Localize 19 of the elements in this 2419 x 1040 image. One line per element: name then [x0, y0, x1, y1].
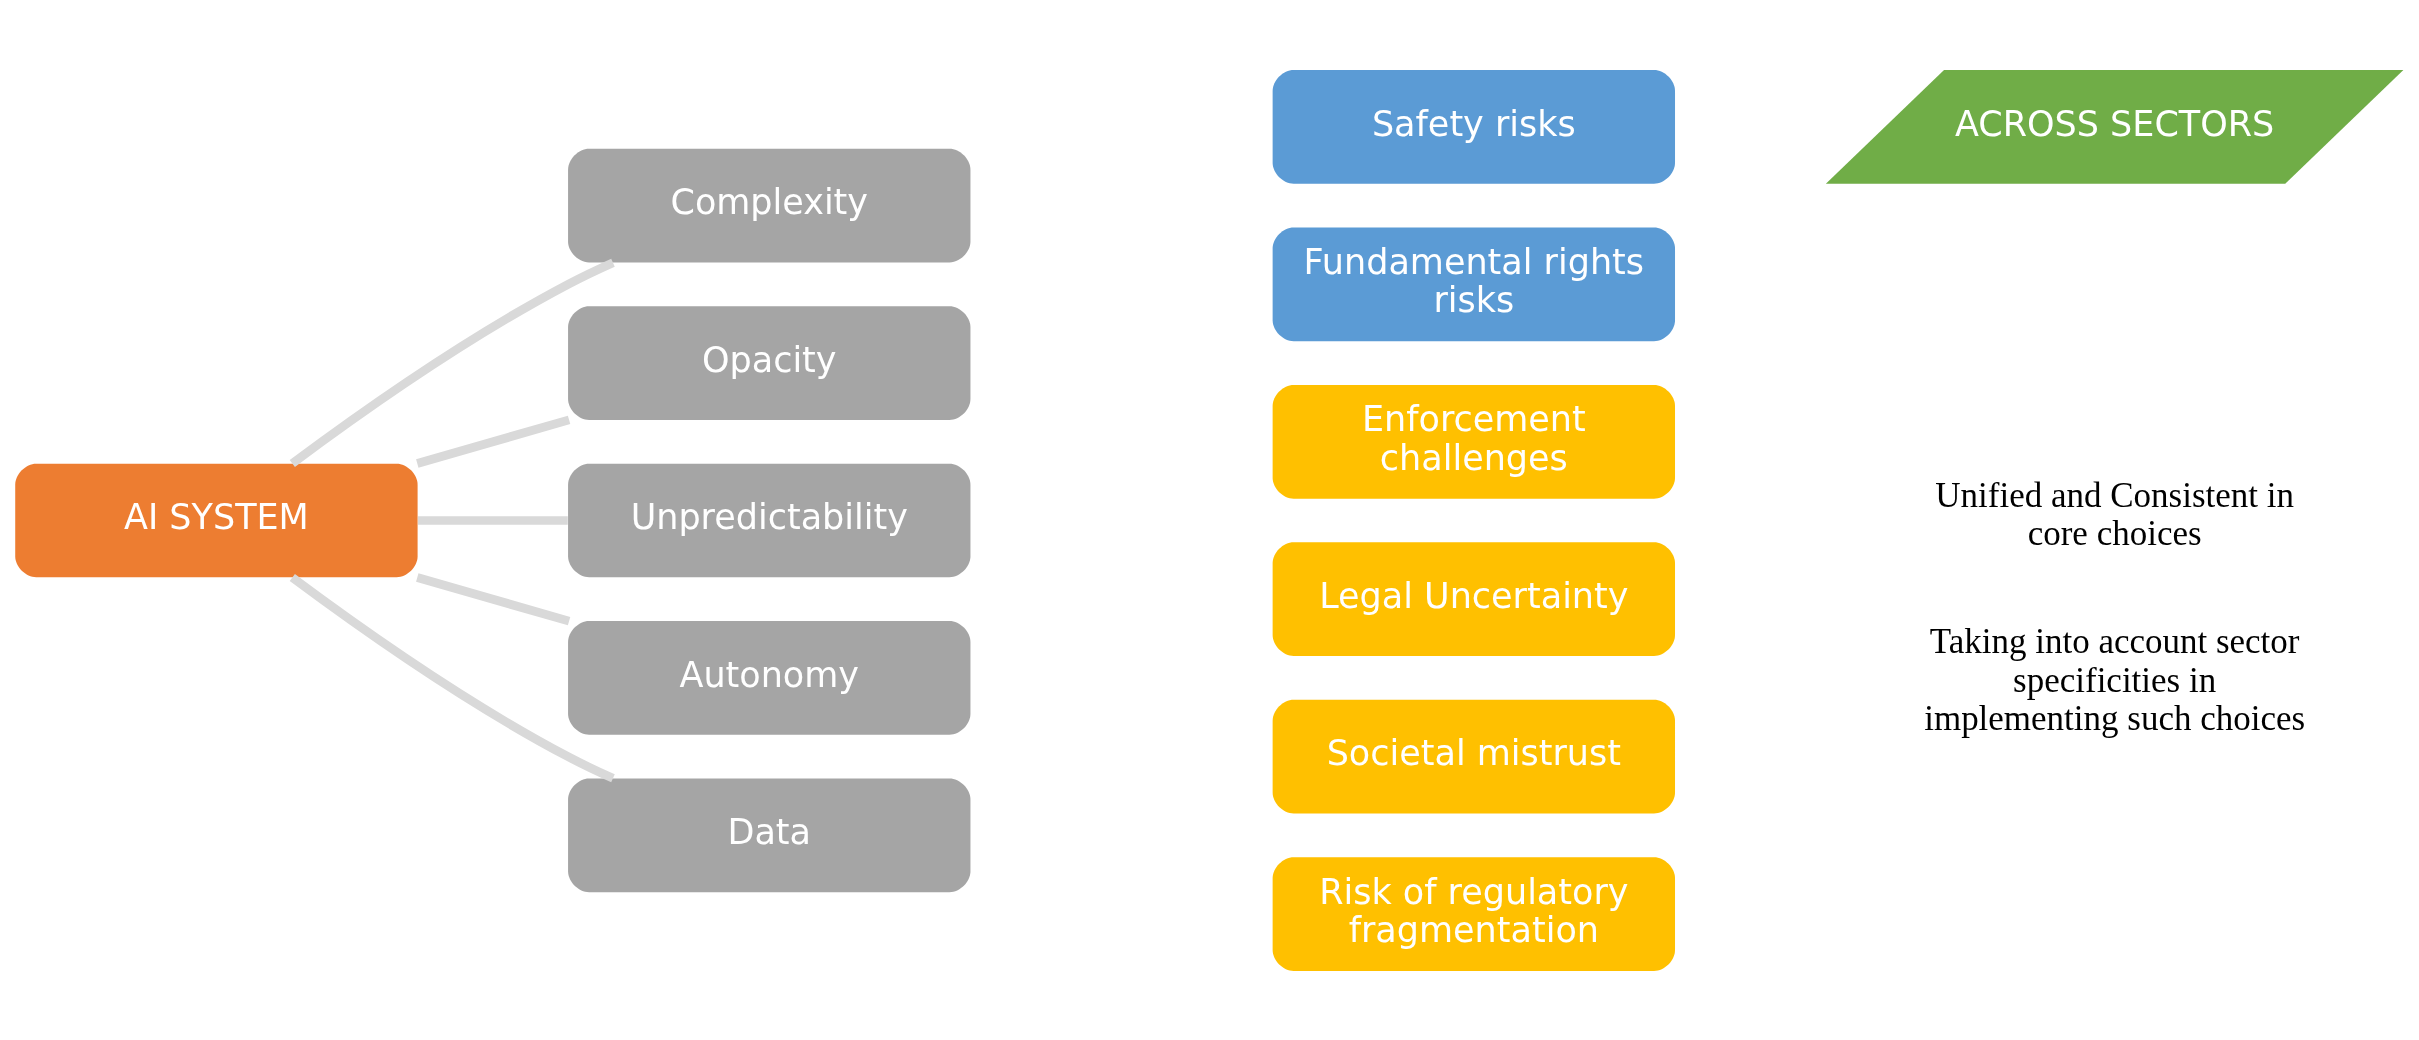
connector — [416, 572, 571, 625]
node-box: Safety risks — [1272, 69, 1675, 184]
connector — [289, 573, 615, 782]
node-box: Opacity — [568, 305, 971, 420]
node-box: Autonomy — [568, 620, 971, 735]
node-box: Complexity — [568, 148, 971, 262]
connector — [289, 258, 615, 467]
node-box: Data — [568, 778, 971, 892]
connector — [416, 415, 571, 468]
label: Taking into account sector specificities in implementing such choices — [1924, 621, 2306, 738]
connector — [418, 515, 568, 525]
node-box: Unpredictability — [568, 463, 971, 577]
node-box: AI SYSTEM — [15, 463, 418, 577]
node-box: Enforcement challenges — [1272, 384, 1675, 499]
node-box: Societal mistrust — [1272, 699, 1675, 814]
label: Unified and Consistent in core choices — [1935, 475, 2294, 553]
node-box: Risk of regulatory fragmentation — [1272, 856, 1675, 971]
node-box: Legal Uncertainty — [1272, 541, 1675, 656]
node-box: Fundamental rights risks — [1272, 226, 1675, 341]
